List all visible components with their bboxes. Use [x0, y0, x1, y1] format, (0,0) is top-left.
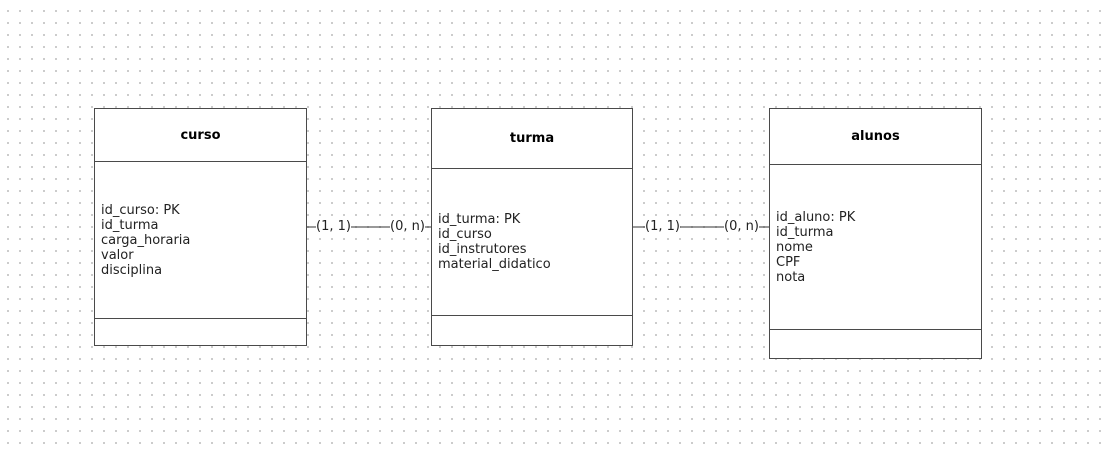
attribute: id_aluno: PK [776, 209, 856, 225]
cardinality-alunos-side: (0, n) [724, 219, 759, 235]
attribute: valor [101, 247, 134, 263]
attribute: nome [776, 239, 813, 255]
attribute: id_turma [101, 217, 159, 233]
entity-attributes: id_curso: PK id_turma carga_horaria valo… [95, 162, 306, 319]
entity-attributes: id_aluno: PK id_turma nome CPF nota [770, 165, 981, 330]
cardinality-turma-side: (0, n) [390, 219, 425, 235]
attribute: carga_horaria [101, 232, 191, 248]
entity-turma[interactable]: turma id_turma: PK id_curso id_instrutor… [431, 108, 633, 346]
entity-title: curso [95, 109, 306, 162]
attribute: disciplina [101, 262, 163, 278]
attribute: id_turma [776, 224, 834, 240]
entity-methods-section [432, 316, 632, 345]
attribute: nota [776, 269, 806, 285]
entity-alunos[interactable]: alunos id_aluno: PK id_turma nome CPF no… [769, 108, 982, 359]
entity-attributes: id_turma: PK id_curso id_instrutores mat… [432, 169, 632, 316]
entity-title: alunos [770, 109, 981, 165]
attribute: id_turma: PK [438, 212, 521, 227]
attribute: material_didatico [438, 257, 551, 272]
entity-methods-section [95, 319, 306, 345]
cardinality-curso-side: (1, 1) [316, 219, 351, 235]
attribute: id_instrutores [438, 242, 527, 257]
attribute: id_curso: PK [101, 202, 180, 218]
entity-curso[interactable]: curso id_curso: PK id_turma carga_horari… [94, 108, 307, 346]
entity-title: turma [432, 109, 632, 169]
entity-methods-section [770, 330, 981, 358]
attribute: CPF [776, 254, 801, 270]
attribute: id_curso [438, 227, 492, 242]
cardinality-turma-side-2: (1, 1) [645, 219, 680, 235]
